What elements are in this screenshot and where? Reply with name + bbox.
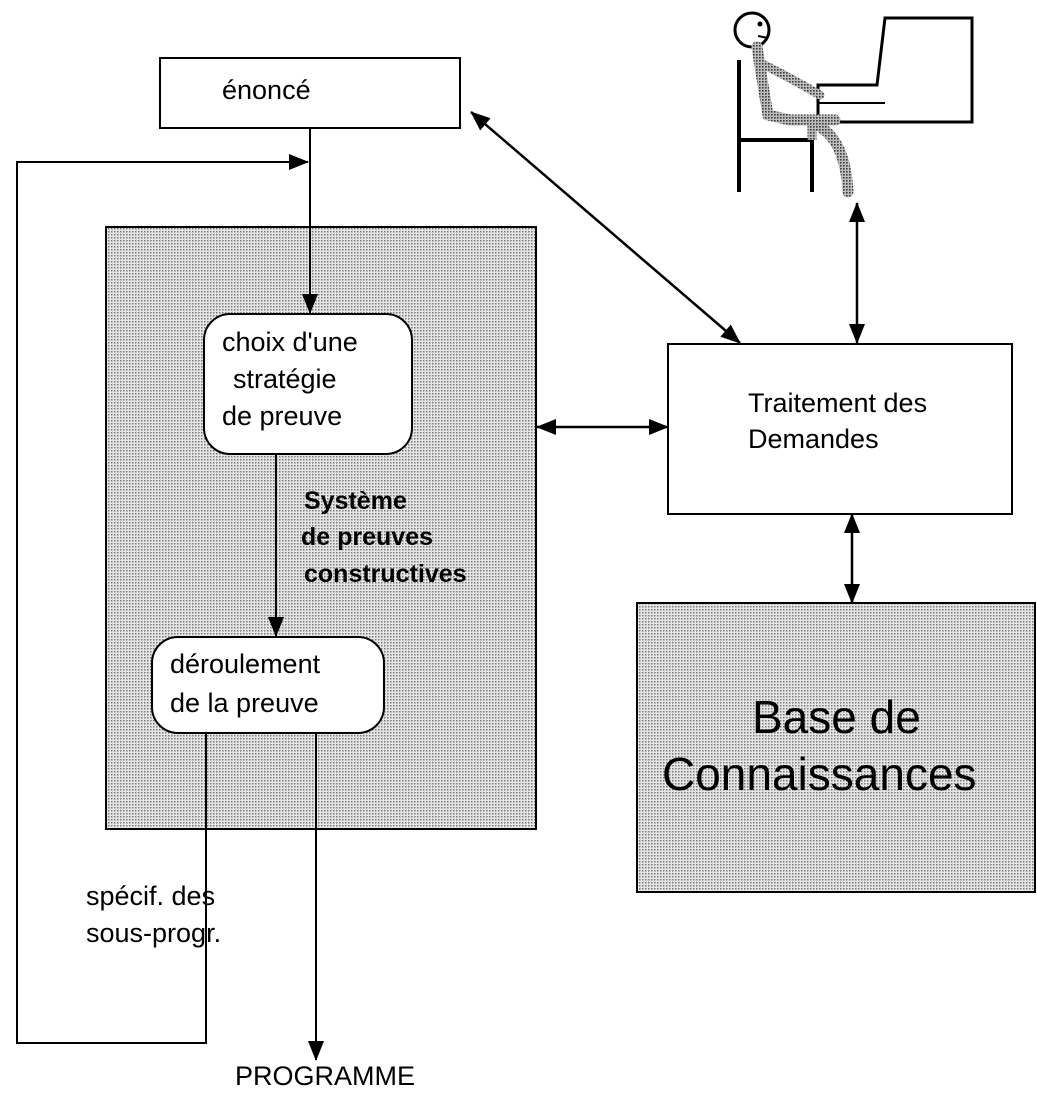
subprog-spec-label-line2: sous-progr. xyxy=(86,918,222,948)
system-label-line1: Système xyxy=(304,487,407,515)
knowledge-base-label-line2: Connaissances xyxy=(662,748,977,800)
requests-label-line2: Demandes xyxy=(748,424,879,454)
programme-label: PROGRAMME xyxy=(235,1061,416,1091)
strategy-label-line1: choix d'une xyxy=(222,327,358,357)
system-label-line2: de preuves xyxy=(301,523,434,551)
enonce-label: énoncé xyxy=(222,75,311,105)
user-at-computer-icon xyxy=(733,11,974,198)
strategy-label-line3: de preuve xyxy=(222,401,343,431)
feedback-loop-line xyxy=(16,154,309,1044)
strategy-box xyxy=(203,313,413,455)
requests-label-line1: Traitement des xyxy=(748,388,928,418)
system-label-line3: constructives xyxy=(304,560,467,588)
knowledge-base-box xyxy=(636,602,1036,893)
proof-run-box xyxy=(151,636,385,734)
proof-run-label-line1: déroulement xyxy=(170,649,321,679)
knowledge-base-label-line1: Base de xyxy=(752,691,921,743)
enonce-box xyxy=(159,57,461,129)
proof-run-label-line2: de la preuve xyxy=(170,688,319,718)
requests-box xyxy=(667,343,1013,515)
strategy-label-line2: stratégie xyxy=(233,364,337,394)
subprog-spec-label-line1: spécif. des xyxy=(86,881,216,911)
arrow-enonce-requests xyxy=(470,111,741,344)
